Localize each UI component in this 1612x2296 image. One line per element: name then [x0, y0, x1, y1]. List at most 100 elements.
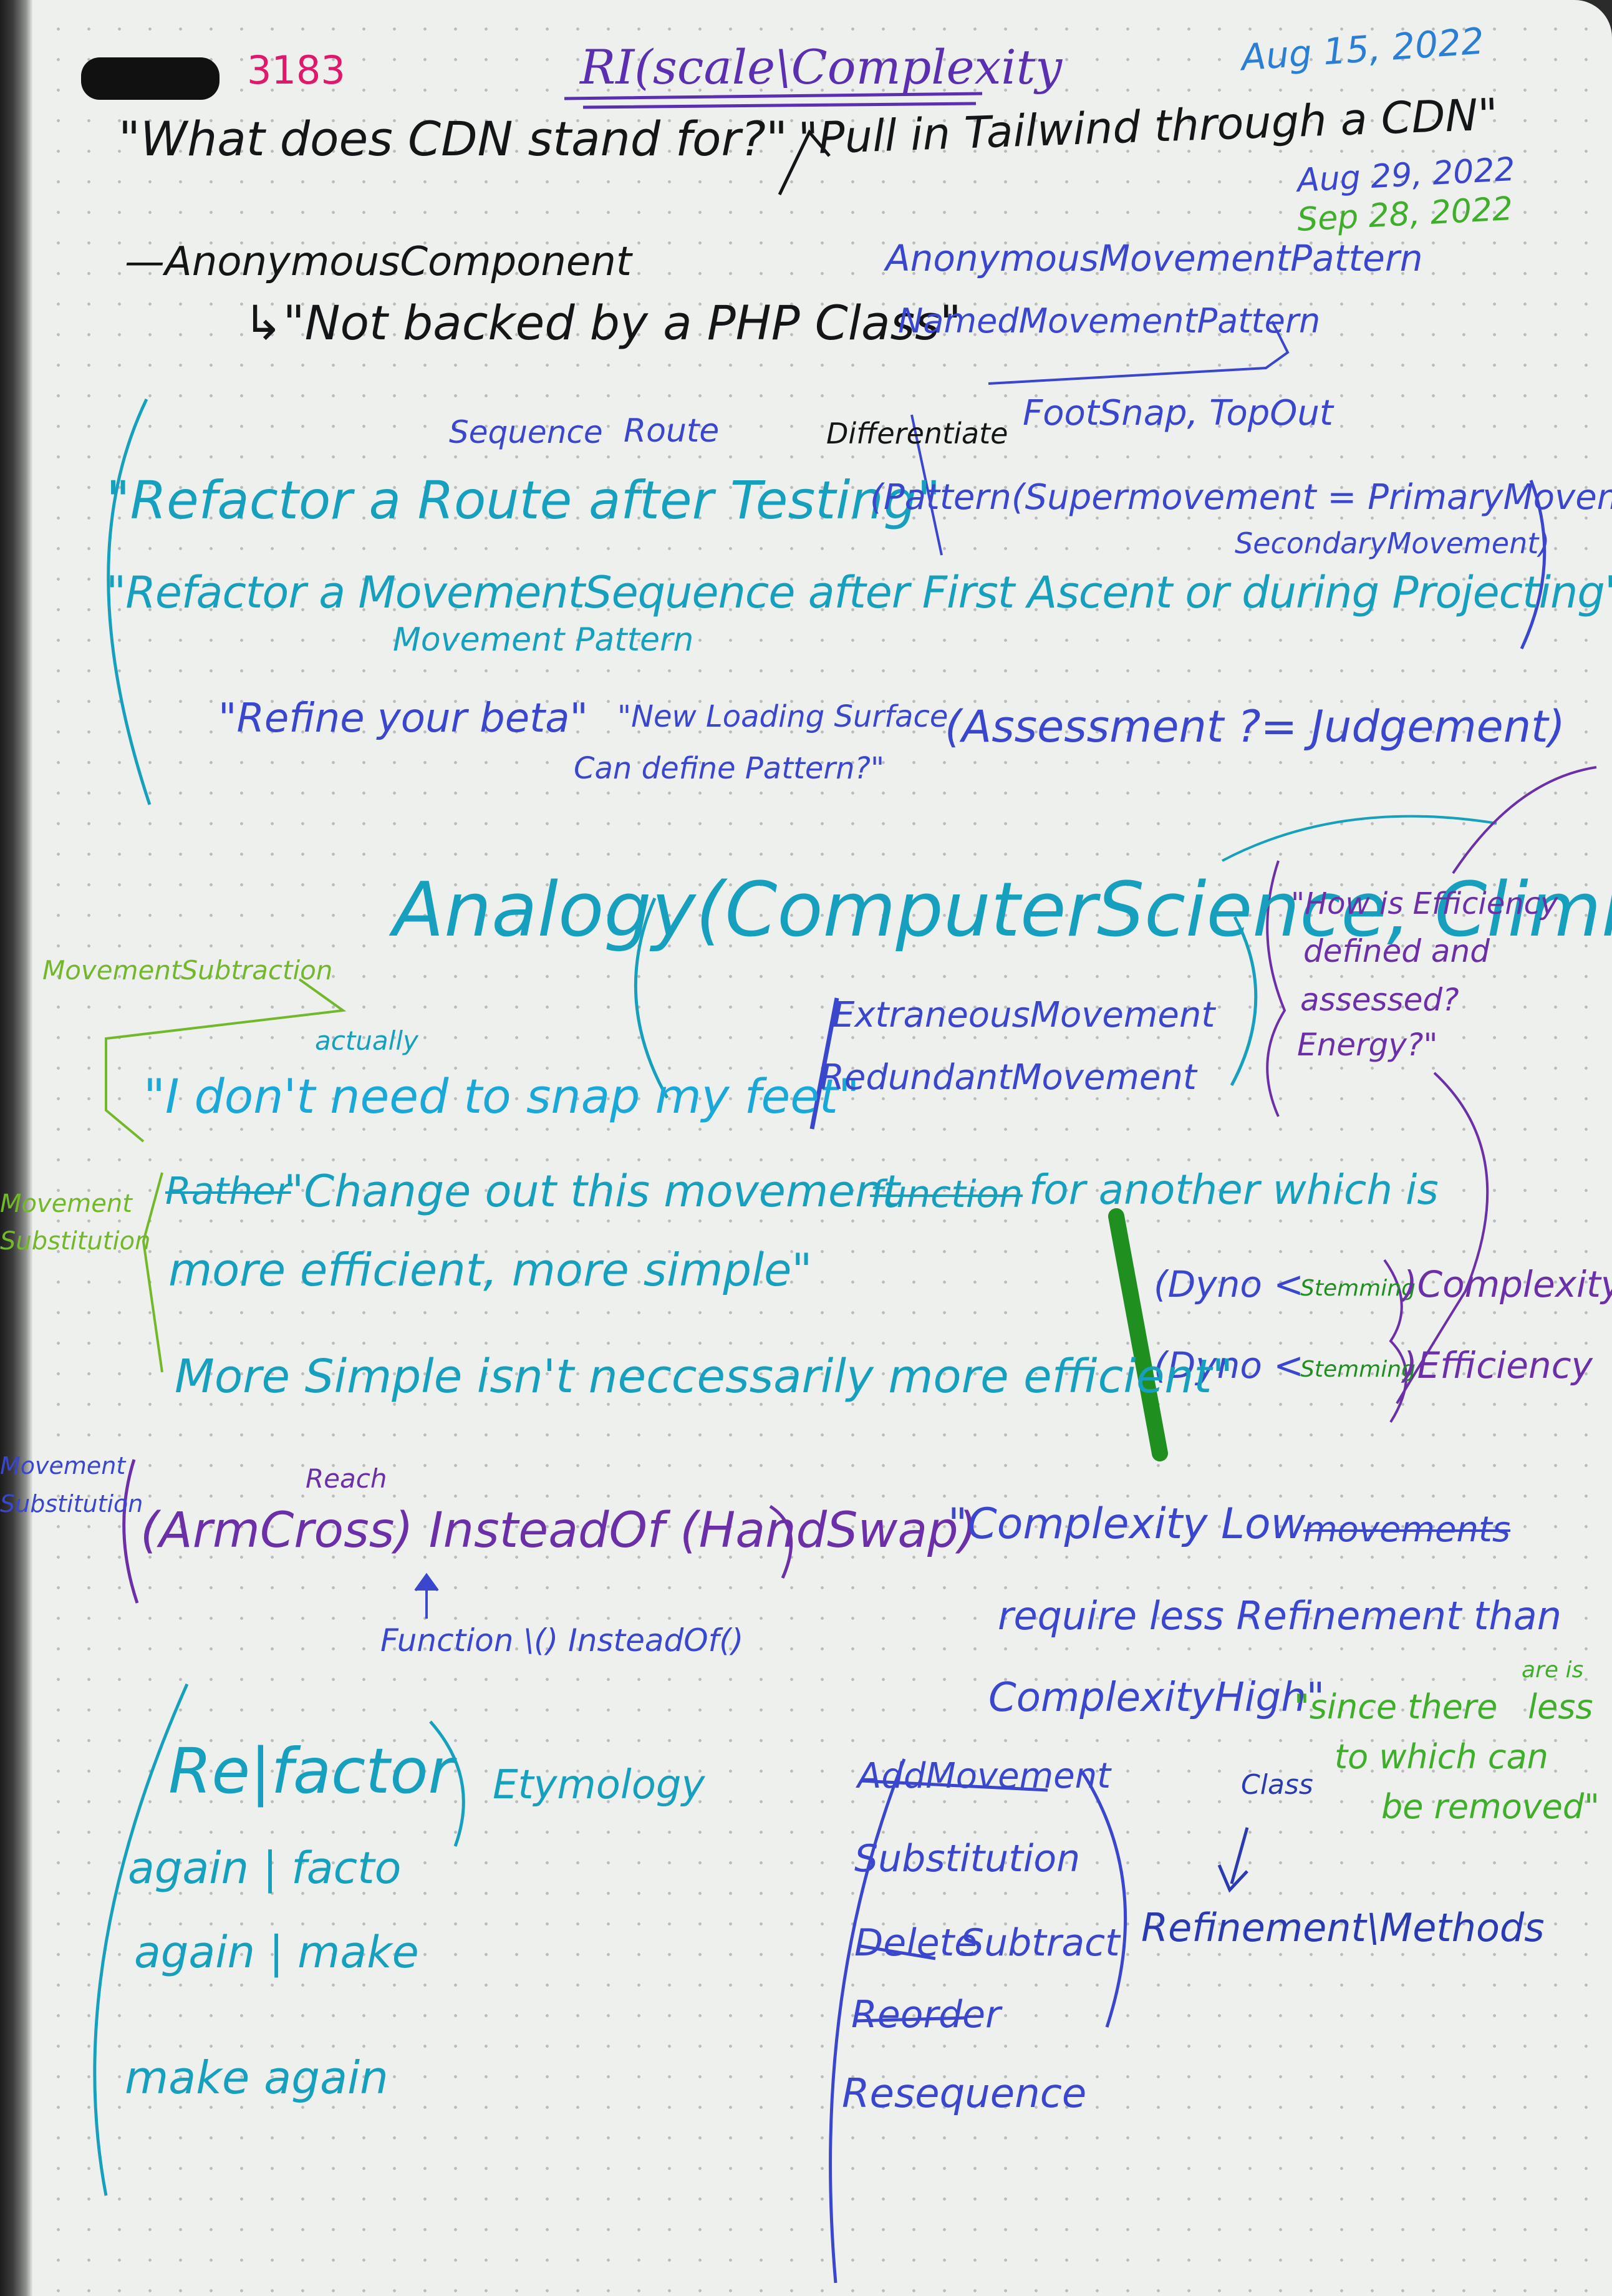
armcross-paren-right — [769, 1504, 793, 1579]
analogy-paren-right — [1230, 916, 1258, 1087]
which-can: to which can — [1334, 1737, 1548, 1776]
etymology-label: Etymology — [493, 1762, 705, 1808]
change-out-struck: function — [870, 1173, 1023, 1216]
movement-substitution-label: Movement Substitution — [0, 1189, 151, 1256]
right-paren-refactor — [1520, 480, 1547, 650]
anonymous-movement-pattern: AnonymousMovementPattern — [886, 237, 1423, 279]
strike-delete — [860, 1944, 936, 1960]
dyno-efficiency-left: (Dyno < — [1154, 1344, 1304, 1387]
change-out-prefix-struck: Rather — [165, 1170, 291, 1213]
etymology-paren-left — [93, 1683, 189, 2196]
note-number: 3183 — [247, 47, 345, 93]
movement-subtraction-label: MovementSubtraction — [42, 955, 333, 986]
anonymous-component: —AnonymousComponent — [125, 239, 632, 285]
complexity-low-struck: movements — [1303, 1509, 1511, 1550]
analogy-heading: Analogy(ComputerScience, Climbing) — [393, 867, 1612, 954]
refactor-route: "Refactor a Route after Testing" — [106, 470, 941, 531]
assessment-judgement: (Assessment ?= Judgement) — [945, 701, 1565, 752]
notebook-binding-gutter — [0, 0, 32, 2296]
methods-paren-right — [1080, 1770, 1127, 2028]
armcross-paren-left — [122, 1459, 139, 1604]
method-subtract: Subtract — [960, 1921, 1120, 1965]
page-title: RI(scale\Complexity — [580, 39, 1063, 95]
function-arrow — [414, 1572, 439, 1619]
change-out-line-2: more efficient, more simple" — [168, 1244, 813, 1296]
method-resequence: Resequence — [842, 2071, 1087, 2117]
method-add: AddMovement — [857, 1756, 1111, 1796]
reach-label: Reach — [306, 1463, 387, 1494]
strike-reorder — [854, 2016, 967, 2023]
new-loading-surface: "New Loading Surface — [617, 699, 948, 734]
redundant-movement: RedundantMovement — [820, 1057, 1197, 1098]
pattern-formula: (Pattern(Supermovement = PrimaryMovement… — [870, 477, 1612, 518]
purple-curve-lower — [1396, 1072, 1489, 1405]
dyno-complexity-left: (Dyno < — [1154, 1263, 1304, 1305]
left-paren-large — [107, 398, 152, 805]
connector-curve — [1222, 815, 1497, 862]
require-less-refinement: require less Refinement than — [998, 1593, 1561, 1639]
efficiency-question-3: assessed? — [1300, 982, 1459, 1018]
can-define-pattern: Can define Pattern?" — [574, 751, 885, 786]
subtraction-bracket — [105, 978, 347, 1143]
analogy-paren-left — [634, 897, 669, 1099]
substitution-bracket — [142, 1172, 163, 1373]
named-pattern-examples: FootSnap, TopOut — [1023, 393, 1333, 434]
armcross-instead-of: (ArmCross) InsteadOf (HandSwap) — [140, 1503, 978, 1559]
dyno-bracket — [1383, 1259, 1407, 1423]
secondary-movement: SecondaryMovement) — [1235, 526, 1550, 560]
cdn-question: "What does CDN stand for?" — [118, 111, 788, 167]
function-instead-of: Function \() InsteadOf() — [380, 1622, 744, 1659]
less-word: less — [1528, 1687, 1593, 1727]
again-make: again | make — [134, 1927, 419, 1978]
be-removed: be removed" — [1381, 1787, 1600, 1826]
named-movement-pattern: NamedMovementPattern — [898, 301, 1321, 341]
route-slash — [910, 414, 943, 556]
stemming-efficiency: Stemming — [1300, 1357, 1416, 1382]
refinement-methods: Refinement\Methods — [1141, 1905, 1545, 1950]
complexity-label: )Complexity — [1403, 1263, 1612, 1305]
refactor-sequence: "Refactor a MovementSequence after First… — [106, 567, 1612, 618]
efficiency-bracket — [1266, 860, 1286, 1117]
etymology-paren-right — [429, 1720, 465, 1847]
change-out-tail: for another which is — [1029, 1166, 1439, 1214]
extraneous-divider — [809, 997, 839, 1130]
title-underline — [564, 92, 983, 109]
snap-feet-quote: "I don't need to snap my feet" — [143, 1068, 860, 1124]
efficiency-question-1: "How is Efficiency — [1291, 886, 1558, 921]
make-again: make again — [125, 2051, 389, 2104]
methods-paren-left — [829, 1758, 906, 2284]
again-facto: again | facto — [128, 1843, 402, 1894]
simple-not-efficient: More Simple isn't neccessarily more effi… — [175, 1350, 1233, 1403]
purple-curve — [1452, 766, 1597, 874]
extraneous-movement: ExtraneousMovement — [833, 995, 1215, 1035]
class-label: Class — [1241, 1769, 1313, 1801]
route-label: Route — [624, 412, 720, 450]
complexity-low: "Complexity Low — [948, 1499, 1306, 1549]
strike-add — [860, 1779, 1048, 1792]
method-substitution: Substitution — [854, 1837, 1081, 1881]
since-there: "since there — [1294, 1687, 1498, 1727]
cdn-arrow — [778, 129, 831, 196]
efficiency-question-4: Energy?" — [1297, 1027, 1438, 1063]
are-is: are is — [1522, 1657, 1584, 1683]
method-delete: Delete — [854, 1921, 978, 1965]
method-reorder: Reorder — [851, 1993, 1001, 2037]
complexity-high: ComplexityHigh" — [988, 1675, 1325, 1721]
redaction-mark — [81, 57, 220, 100]
refine-beta: "Refine your beta" — [218, 695, 588, 742]
efficiency-question-2: defined and — [1303, 933, 1490, 969]
highlight-bar — [1108, 1208, 1168, 1461]
actually-insert: actually — [315, 1025, 418, 1056]
movement-substitution-label-2: Movement Substitution — [0, 1452, 143, 1518]
change-out-quote: "Change out this movement — [284, 1166, 900, 1217]
differentiate-label: Differentiate — [826, 417, 1008, 450]
sequence-label: Sequence — [449, 414, 603, 450]
re-factor: Re|factor — [168, 1735, 454, 1808]
class-arrow — [1217, 1827, 1249, 1893]
movement-pattern-label: Movement Pattern — [393, 621, 694, 659]
efficiency-label: )Efficiency — [1403, 1344, 1593, 1387]
anonymous-component-def: ↳"Not backed by a PHP Class" — [243, 295, 962, 351]
stemming-complexity: Stemming — [1300, 1276, 1416, 1301]
